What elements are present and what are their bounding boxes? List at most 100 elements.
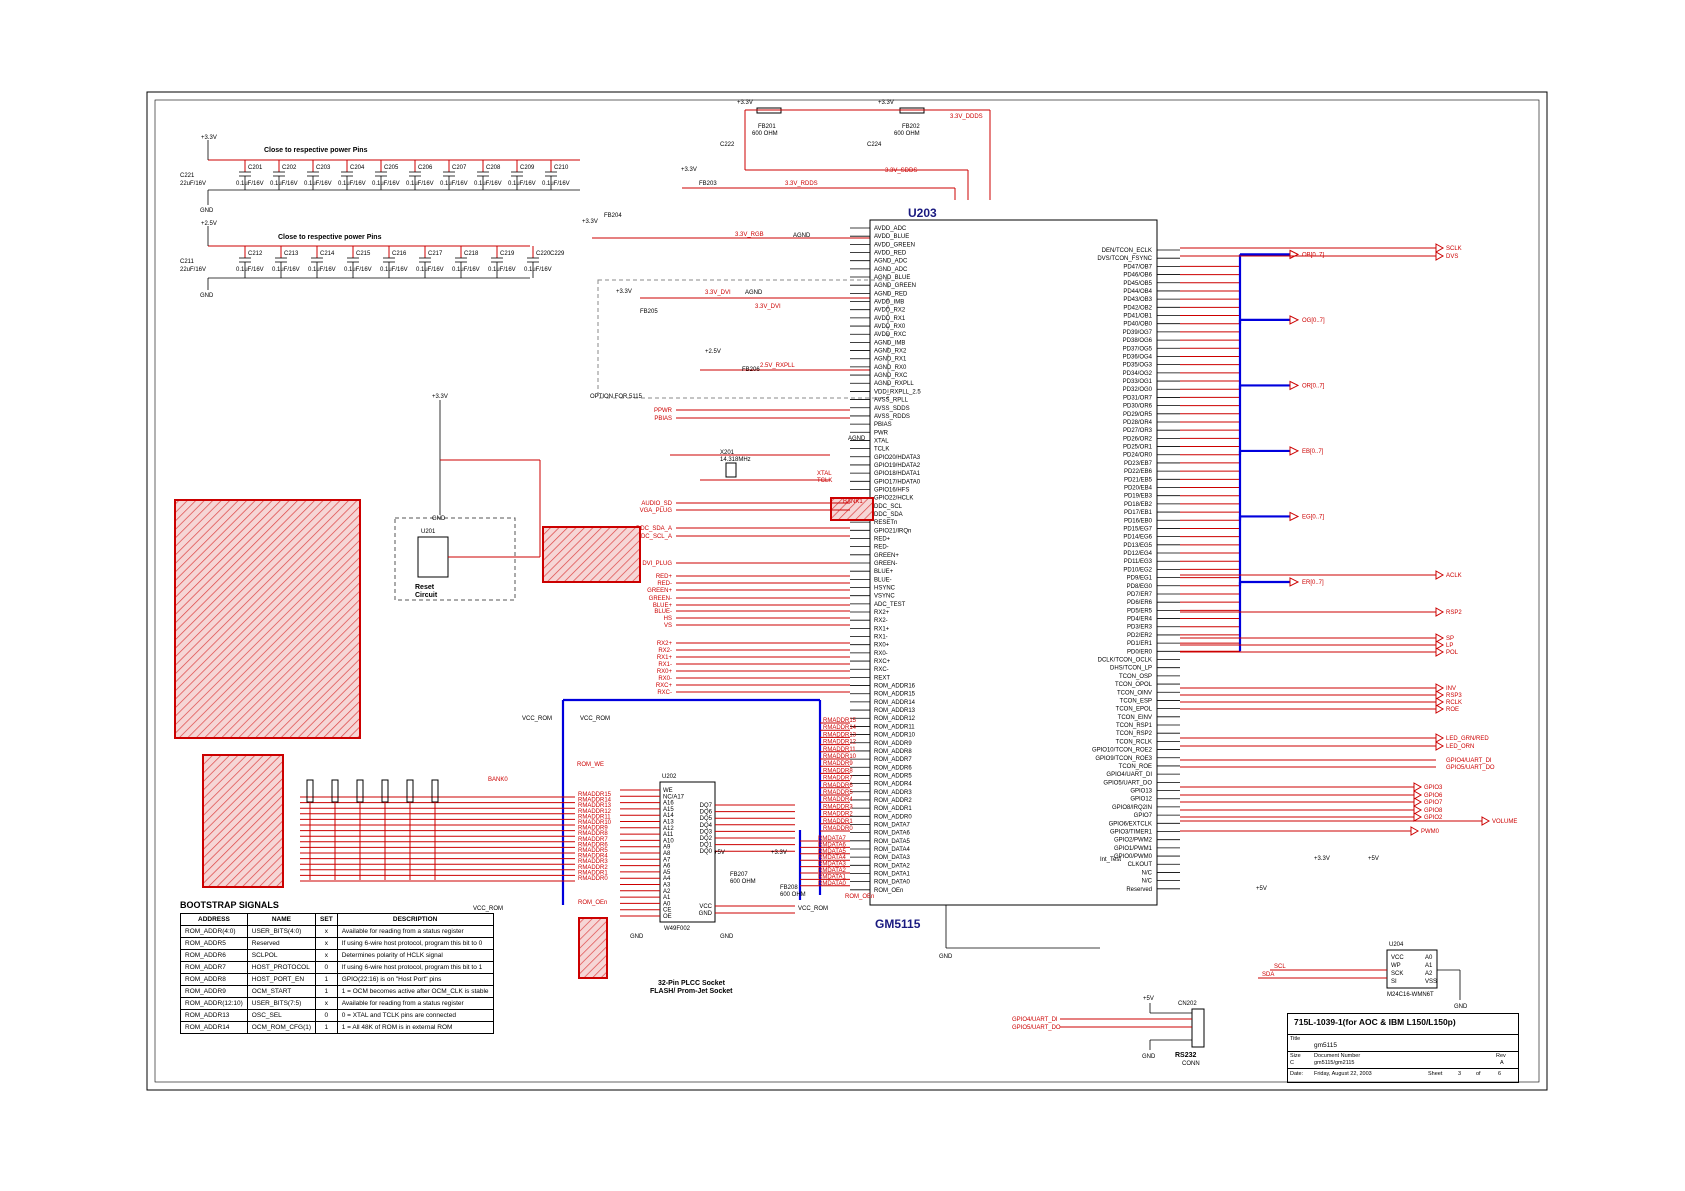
flash-pin-right: DQ0 <box>700 849 713 855</box>
svg-text:SCL: SCL <box>1274 964 1286 970</box>
bus-label-er: ER[0..7] <box>1302 580 1324 586</box>
rom-addr-net: RMADDR2 <box>823 812 853 818</box>
in-signal: RED- <box>657 581 672 587</box>
cap-ref: C205 <box>384 165 399 171</box>
rom-addr-net-flash: RMADDR9 <box>578 826 608 832</box>
rom-addr-net: RMADDR9 <box>823 761 853 767</box>
svg-text:14.318MHz: 14.318MHz <box>720 457 751 463</box>
u203-pin-right: DHS/TCON_LP <box>1110 666 1152 672</box>
chip-u203: U203 GM5115 AVDD_ADCAVDD_BLUEAVDD_GREENA… <box>850 206 1240 960</box>
doc-total: 6 <box>1498 1071 1502 1077</box>
cap-ref: C208 <box>486 165 501 171</box>
flash-pin-right: VCC <box>699 904 712 910</box>
incoming-signals: PPWRPBIASAUDIO_SDVGA_PLUGDDC_SDA_ADDC_SC… <box>636 408 850 696</box>
u203-pin-left: AVDD_RX2 <box>874 308 906 314</box>
u203-pin-left: ROM_ADDR7 <box>874 757 912 763</box>
u203-pin-right: DCLK/TCON_OCLK <box>1098 657 1152 663</box>
port-arrow-icon <box>1413 790 1423 800</box>
rom-addr-net-flash: RMADDR11 <box>578 814 611 820</box>
u203-pin-right: PD29/OR5 <box>1123 412 1153 418</box>
bootstrap-cell: 1 <box>315 985 338 998</box>
u203-pin-left: ROM_ADDR3 <box>874 790 912 796</box>
svg-text:FB206: FB206 <box>742 367 760 373</box>
bootstrap-title: BOOTSTRAP SIGNALS <box>180 900 279 910</box>
u203-pin-left: ROM_ADDR8 <box>874 749 912 755</box>
out-signal: ROE <box>1446 707 1459 713</box>
flash-pin-right: DQ3 <box>700 829 713 835</box>
bootstrap-cell: ROM_ADDR(4:0) <box>180 925 248 938</box>
rom-addr-net: RMADDR7 <box>823 776 853 782</box>
svg-text:3.3V_DVI: 3.3V_DVI <box>755 304 781 310</box>
cap-value: 0.1uF/16V <box>524 267 552 273</box>
in-signal: RX1+ <box>657 655 673 661</box>
u203-pin-right: TCON_EINV <box>1118 715 1152 721</box>
u203-pin-right: GPIO4/UART_DI <box>1106 772 1152 778</box>
project-title: 715L-1039-1(for AOC & IBM L150/L150p) <box>1294 1017 1456 1027</box>
u203-pin-right: PD7/ER7 <box>1127 592 1153 598</box>
flash-pin-right: DQ6 <box>700 810 713 816</box>
pull-resistor <box>356 779 364 803</box>
bootstrap-cell: OSC_SEL <box>246 1009 317 1022</box>
u203-pin-right: PD16/EB0 <box>1124 518 1153 524</box>
u203-pin-right: TCON_ROE <box>1119 764 1152 770</box>
u203-pin-right: GPIO10/TCON_ROE2 <box>1092 748 1153 754</box>
in-signal: RX0+ <box>657 669 673 675</box>
bootstrap-cell: 0 = XTAL and TCLK pins are connected <box>336 1009 494 1022</box>
rom-addr-net: RMADDR10 <box>823 754 857 760</box>
u203-pin-left: AGND_RX1 <box>874 357 907 363</box>
u203-pin-right: PD36/OG4 <box>1123 354 1153 360</box>
svg-text:3.3V_RDDS: 3.3V_RDDS <box>785 181 818 187</box>
cap-value: 0.1uF/16V <box>272 267 300 273</box>
svg-text:ROM_WE: ROM_WE <box>577 762 604 768</box>
in-signal: RX2+ <box>657 641 673 647</box>
u203-pin-left: AVSS_RPLL <box>874 398 909 404</box>
u203-pin-left: AVDD_ADC <box>874 226 907 232</box>
rom-addr-net-flash: RMADDR1 <box>578 870 608 876</box>
svg-text:BANK0: BANK0 <box>488 777 508 783</box>
svg-text:+5V: +5V <box>1368 856 1379 862</box>
out-signal: RSP3 <box>1446 693 1462 699</box>
u203-pin-right: TCON_RCLK <box>1116 739 1152 745</box>
flash-pin-left: A16 <box>663 801 674 807</box>
u203-pin-left: RX1+ <box>874 626 890 632</box>
bus-label-or: OR[0..7] <box>1302 383 1325 389</box>
flash-pin-left: A3 <box>663 883 671 889</box>
svg-text:3.3V_DDDS: 3.3V_DDDS <box>950 114 983 120</box>
u203-pin-left: ROM_DATA6 <box>874 831 910 837</box>
u203-pin-left: HSYNC <box>874 586 896 592</box>
u203-pin-right: GPIO5/UART_DO <box>1103 780 1152 786</box>
u203-pin-left: RESETn <box>874 520 897 526</box>
chip-u203-ref: U203 <box>908 206 937 220</box>
u203-pin-right: PD23/EB7 <box>1124 461 1153 467</box>
u203-pin-left: ROM_DATA3 <box>874 855 910 861</box>
u203-pin-right: PD47/OB7 <box>1123 264 1152 270</box>
flash-pin-left: A1 <box>663 895 671 901</box>
u203-pin-right: GPIO3/TIMER1 <box>1110 829 1153 835</box>
u203-pin-right: PD6/ER6 <box>1127 600 1153 606</box>
rom-data-net: RMDATA5 <box>818 849 846 855</box>
out-signal: GPIO7 <box>1424 800 1443 806</box>
svg-text:C211: C211 <box>180 259 195 265</box>
u203-pin-right: GPIO7 <box>1134 813 1153 819</box>
in-signal: GREEN+ <box>647 588 672 594</box>
port-arrow-icon <box>1413 797 1423 807</box>
bootstrap-cell: GPIO(22:16) is on "Host Port" pins <box>336 973 494 986</box>
u203-pin-left: ADC_TEST <box>874 602 906 608</box>
svg-text:3.3V_DVI: 3.3V_DVI <box>705 290 731 296</box>
flash-pin-left: A13 <box>663 820 674 826</box>
rom-data-net: RMDATA1 <box>818 874 846 880</box>
u203-pin-right: PD9/EG1 <box>1127 576 1153 582</box>
svg-text:600 OHM: 600 OHM <box>894 131 920 137</box>
rom-addr-net-flash: RMADDR6 <box>578 842 608 848</box>
svg-text:AGND: AGND <box>848 436 866 442</box>
u203-pin-right: PD40/OB0 <box>1123 322 1152 328</box>
bootstrap-cell: x <box>315 937 338 950</box>
svg-text:C222: C222 <box>720 142 735 148</box>
port-arrow-icon <box>1413 805 1423 815</box>
svg-text:VCC_ROM: VCC_ROM <box>798 906 828 912</box>
rom-addr-net: RMADDR14 <box>823 725 857 731</box>
u203-pin-left: AVDD_RX0 <box>874 324 906 330</box>
rs232-connector: CN202 RS232 CONN GPIO4/UART_DI GPIO5/UAR… <box>1012 996 1205 1067</box>
bootstrap-cell: 0 <box>315 1009 338 1022</box>
